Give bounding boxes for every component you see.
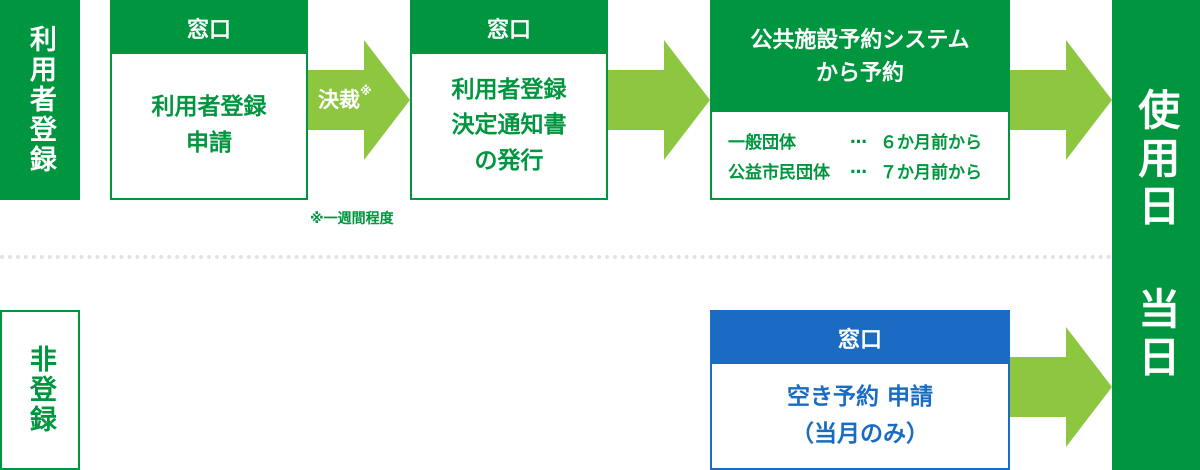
- row-label-registered: 利用者登録: [0, 0, 80, 200]
- approval-note: ※一週間程度: [310, 211, 394, 227]
- approval-arrow-shape: [308, 40, 410, 160]
- step-vacancy-head: 窓口: [712, 312, 1008, 364]
- step-issue-line-1: 利用者登録: [451, 76, 567, 103]
- approval-arrow: [308, 40, 410, 160]
- step-issue-box: 窓口 利用者登録 決定通知書 の発行: [410, 0, 608, 200]
- tier-name: 一般団体: [728, 133, 796, 153]
- tier-period: ６か月前から: [880, 133, 982, 153]
- tier-period: ７か月前から: [880, 163, 982, 183]
- step-vacancy-box: 窓口 空き予約 申請 （当月のみ）: [710, 310, 1010, 470]
- row-divider: [0, 255, 1112, 259]
- step-system-head-line-2: から予約: [815, 61, 904, 86]
- row-label-registered-text: 利用者登録: [24, 25, 56, 175]
- usage-day-text: 使用日 当日: [1131, 87, 1181, 383]
- step-apply-box: 窓口 利用者登録 申請: [110, 0, 308, 200]
- step-apply-body: 利用者登録 申請: [112, 54, 306, 198]
- step-apply-head: 窓口: [112, 2, 306, 54]
- approval-label: 決裁※: [318, 84, 372, 114]
- tier-separator: …: [850, 128, 867, 148]
- step-vacancy-body: 空き予約 申請 （当月のみ）: [712, 364, 1008, 468]
- step-system-head-line-1: 公共施設予約システム: [750, 28, 970, 53]
- approval-label-text: 決裁: [318, 88, 360, 112]
- step-apply-line-1: 利用者登録: [151, 94, 267, 121]
- tier-name: 公益市民団体: [728, 163, 830, 183]
- step-issue-body: 利用者登録 決定通知書 の発行: [412, 54, 606, 198]
- step-vacancy-line-1: 空き予約 申請: [786, 384, 933, 411]
- flow-arrow-4: [1010, 327, 1112, 447]
- step-issue-head: 窓口: [412, 2, 606, 54]
- step-issue-line-2: 決定通知書: [451, 112, 567, 139]
- flow-arrow-3: [1010, 40, 1112, 160]
- flow-arrow-2: [608, 40, 710, 160]
- approval-mark: ※: [360, 84, 372, 98]
- row-label-unregistered: 非登録: [0, 310, 80, 470]
- tier-list: 一般団体 … ６か月前から 公益市民団体 … ７か月前から: [728, 128, 982, 188]
- step-apply-line-2: 申請: [186, 130, 232, 156]
- row-label-unregistered-text: 非登録: [24, 345, 56, 435]
- tier-separator: …: [850, 158, 867, 178]
- tier-row: 一般団体 … ６か月前から: [728, 128, 982, 158]
- step-system-head: 公共施設予約システム から予約: [712, 2, 1008, 112]
- step-issue-line-3: の発行: [474, 147, 544, 174]
- tier-row: 公益市民団体 … ７か月前から: [728, 158, 982, 188]
- flow-arrow-3-shape: [1010, 40, 1112, 160]
- flow-arrow-2-shape: [608, 40, 710, 160]
- step-system-box: 公共施設予約システム から予約 一般団体 … ６か月前から 公益市民団体 … ７…: [710, 0, 1010, 200]
- usage-day-panel: 使用日 当日: [1112, 0, 1200, 470]
- step-vacancy-line-2: （当月のみ）: [791, 421, 929, 447]
- flow-arrow-4-shape: [1010, 327, 1112, 447]
